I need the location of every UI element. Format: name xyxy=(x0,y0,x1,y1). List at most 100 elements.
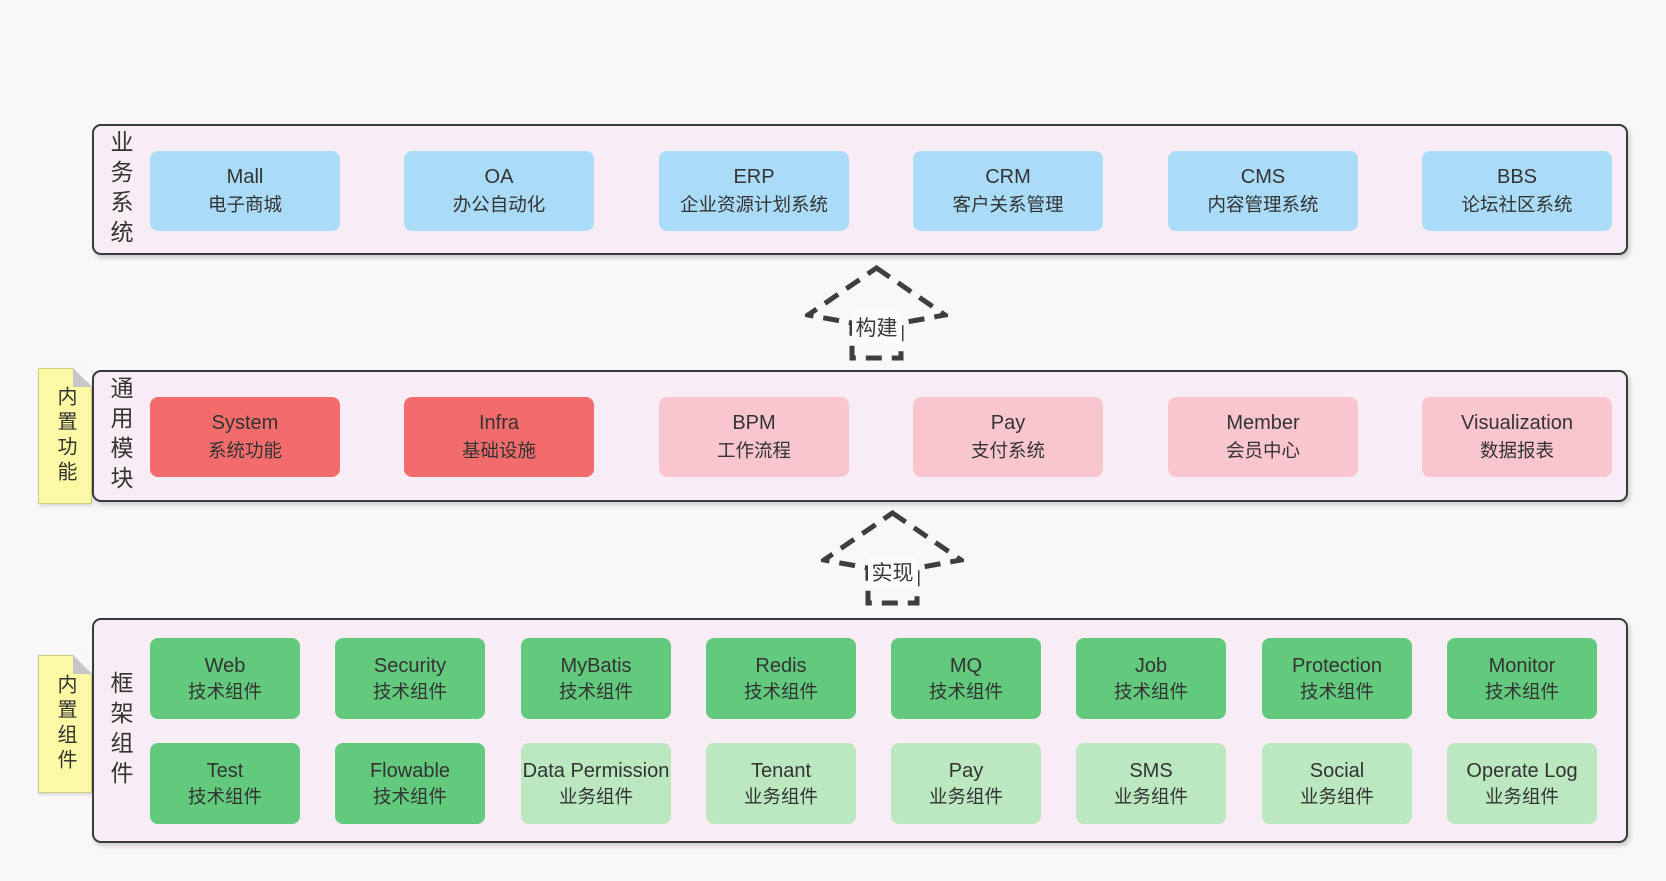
box-subtitle: 技术组件 xyxy=(743,680,818,702)
box-mq: MQ 技术组件 xyxy=(891,638,1041,719)
box-pay-component: Pay 业务组件 xyxy=(891,743,1041,824)
up-arrow-icon xyxy=(805,265,948,361)
box-title: BBS xyxy=(1496,166,1538,188)
box-title: Job xyxy=(1134,654,1168,677)
box-security: Security 技术组件 xyxy=(335,638,485,719)
box-title: BPM xyxy=(732,412,776,434)
box-subtitle: 数据报表 xyxy=(1479,440,1554,461)
box-subtitle: 基础设施 xyxy=(461,440,536,461)
box-title: Member xyxy=(1226,412,1300,434)
box-cms: CMS 内容管理系统 xyxy=(1168,151,1358,231)
box-crm: CRM 客户关系管理 xyxy=(913,151,1103,231)
box-subtitle: 技术组件 xyxy=(1299,680,1374,702)
box-title: Tenant xyxy=(750,759,812,782)
box-subtitle: 电子商城 xyxy=(207,194,282,215)
box-subtitle: 技术组件 xyxy=(187,680,262,702)
box-subtitle: 内容管理系统 xyxy=(1207,194,1319,215)
box-subtitle: 业务组件 xyxy=(1113,785,1188,807)
build-arrow-label: 构建 xyxy=(851,311,902,343)
box-subtitle: 技术组件 xyxy=(187,785,262,807)
box-title: CMS xyxy=(1240,166,1286,188)
box-sms: SMS 业务组件 xyxy=(1076,743,1226,824)
box-visualization: Visualization 数据报表 xyxy=(1422,397,1612,477)
box-job: Job 技术组件 xyxy=(1076,638,1226,719)
box-subtitle: 业务组件 xyxy=(743,785,818,807)
box-monitor: Monitor 技术组件 xyxy=(1447,638,1597,719)
box-subtitle: 技术组件 xyxy=(1484,680,1559,702)
box-title: System xyxy=(211,412,279,434)
box-mall: Mall 电子商城 xyxy=(150,151,340,231)
box-title: Social xyxy=(1309,759,1365,782)
box-subtitle: 业务组件 xyxy=(928,785,1003,807)
box-title: Protection xyxy=(1291,654,1383,677)
up-arrow-icon xyxy=(821,510,964,606)
box-title: Redis xyxy=(755,654,807,677)
box-subtitle: 支付系统 xyxy=(970,440,1045,461)
box-title: Flowable xyxy=(369,759,451,782)
box-oa: OA 办公自动化 xyxy=(404,151,594,231)
box-title: Data Permission xyxy=(522,759,670,782)
box-pay-system: Pay 支付系统 xyxy=(913,397,1103,477)
box-title: MyBatis xyxy=(560,654,632,677)
box-tenant: Tenant 业务组件 xyxy=(706,743,856,824)
folded-corner-icon xyxy=(73,655,92,674)
implement-arrow: 实现 xyxy=(821,510,964,607)
box-subtitle: 论坛社区系统 xyxy=(1461,194,1573,215)
box-subtitle: 技术组件 xyxy=(928,680,1003,702)
box-subtitle: 办公自动化 xyxy=(452,194,546,215)
box-title: ERP xyxy=(733,166,775,188)
box-flowable: Flowable 技术组件 xyxy=(335,743,485,824)
box-redis: Redis 技术组件 xyxy=(706,638,856,719)
box-system: System 系统功能 xyxy=(150,397,340,477)
box-subtitle: 工作流程 xyxy=(716,440,791,461)
sticky-built-in-features: 内置功能 xyxy=(38,368,92,504)
box-subtitle: 技术组件 xyxy=(372,680,447,702)
box-title: MQ xyxy=(949,654,983,677)
box-subtitle: 技术组件 xyxy=(558,680,633,702)
box-subtitle: 会员中心 xyxy=(1225,440,1300,461)
box-title: CRM xyxy=(985,166,1031,188)
box-erp: ERP 企业资源计划系统 xyxy=(659,151,849,231)
box-protection: Protection 技术组件 xyxy=(1262,638,1412,719)
implement-arrow-label: 实现 xyxy=(867,556,918,588)
box-subtitle: 客户关系管理 xyxy=(952,194,1064,215)
box-title: Web xyxy=(204,654,246,677)
box-title: OA xyxy=(484,166,514,188)
box-title: Pay xyxy=(948,759,984,782)
box-title: Mall xyxy=(226,166,264,188)
box-title: Pay xyxy=(990,412,1026,434)
sticky-built-in-components: 内置组件 xyxy=(38,655,92,793)
box-subtitle: 技术组件 xyxy=(372,785,447,807)
box-subtitle: 技术组件 xyxy=(1113,680,1188,702)
box-subtitle: 业务组件 xyxy=(1484,785,1559,807)
box-web: Web 技术组件 xyxy=(150,638,300,719)
band-common-modules-label: 通用模块 xyxy=(107,376,133,496)
band-common-modules: 通用模块 System 系统功能 Infra 基础设施 BPM 工作流程 Pay… xyxy=(92,370,1628,502)
folded-corner-icon xyxy=(73,368,92,387)
build-arrow: 构建 xyxy=(805,265,948,362)
box-title: Infra xyxy=(478,412,520,434)
box-title: SMS xyxy=(1129,759,1173,782)
box-bpm: BPM 工作流程 xyxy=(659,397,849,477)
box-title: Monitor xyxy=(1488,654,1556,677)
box-subtitle: 企业资源计划系统 xyxy=(679,194,828,215)
box-subtitle: 业务组件 xyxy=(558,785,633,807)
box-social: Social 业务组件 xyxy=(1262,743,1412,824)
box-subtitle: 系统功能 xyxy=(207,440,282,461)
box-test: Test 技术组件 xyxy=(150,743,300,824)
box-title: Security xyxy=(373,654,447,677)
sticky-label: 内置组件 xyxy=(54,674,76,774)
box-data-permission: Data Permission 业务组件 xyxy=(521,743,671,824)
box-bbs: BBS 论坛社区系统 xyxy=(1422,151,1612,231)
box-subtitle: 业务组件 xyxy=(1299,785,1374,807)
band-business-systems-label: 业务系统 xyxy=(107,129,133,250)
sticky-label: 内置功能 xyxy=(54,386,76,486)
box-mybatis: MyBatis 技术组件 xyxy=(521,638,671,719)
band-framework-components-label: 框架组件 xyxy=(107,670,133,791)
box-title: Test xyxy=(206,759,244,782)
band-framework-components: 框架组件 Web 技术组件 Security 技术组件 MyBatis 技术组件… xyxy=(92,618,1628,843)
box-title: Operate Log xyxy=(1466,759,1578,782)
band-business-systems: 业务系统 Mall 电子商城 OA 办公自动化 ERP 企业资源计划系统 CRM… xyxy=(92,124,1628,255)
box-infra: Infra 基础设施 xyxy=(404,397,594,477)
box-operate-log: Operate Log 业务组件 xyxy=(1447,743,1597,824)
